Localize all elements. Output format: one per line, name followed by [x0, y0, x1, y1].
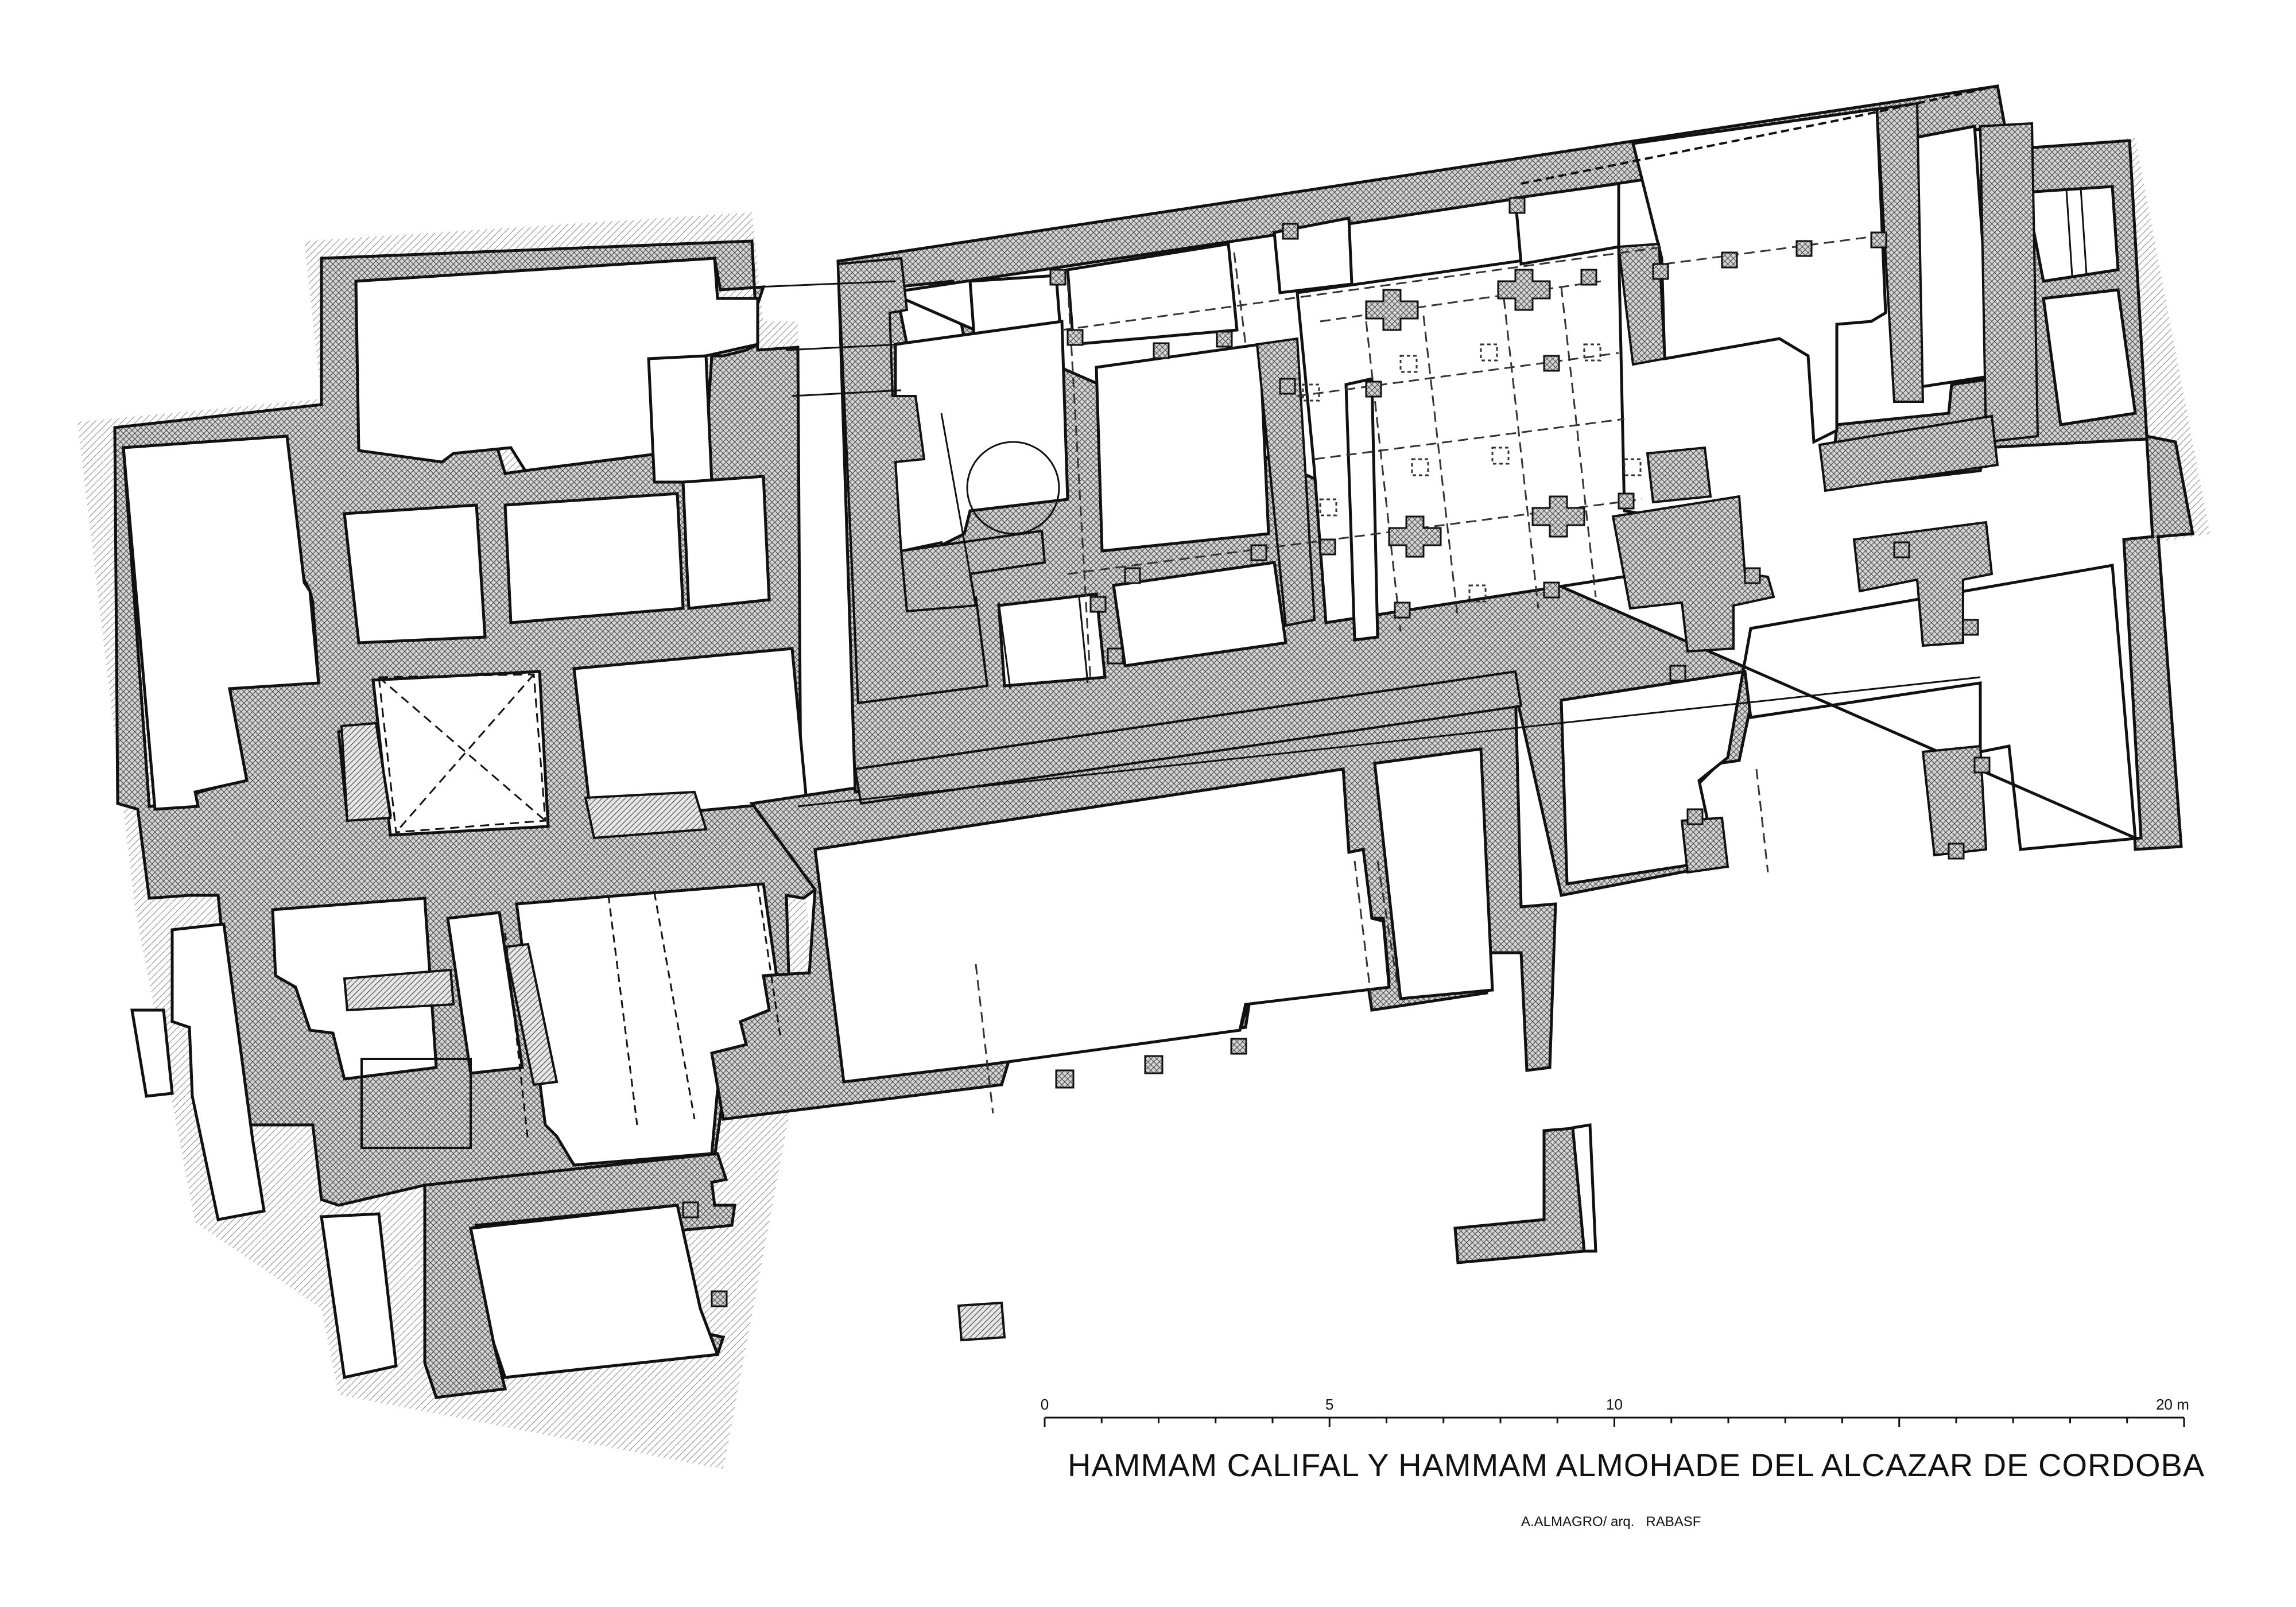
column-bases	[682, 197, 1991, 1307]
lower-east-wall	[1453, 1123, 1597, 1264]
scale-label: 20 m	[2156, 1396, 2189, 1413]
plan-title: HAMMAM CALIFAL Y HAMMAM ALMOHADE DEL ALC…	[1068, 1447, 2205, 1483]
eastern-wall-hatch	[836, 102, 2039, 874]
cross-vault-room	[360, 673, 546, 1149]
scale-label: 0	[1041, 1396, 1049, 1413]
scale-label: 10	[1606, 1396, 1623, 1413]
hall-markers	[1302, 343, 1642, 603]
central-walls	[710, 687, 1557, 1121]
eastern-partitions	[757, 188, 2088, 808]
author-credit: A.ALMAGRO/ arq. RABASF	[1521, 1514, 1701, 1530]
lower-west-walls	[423, 1152, 736, 1399]
cruciform-piers	[1365, 269, 1585, 558]
roof-outline	[1521, 85, 1998, 185]
scale-bar: 0 5 10 20 m	[1041, 1396, 2189, 1427]
western-rooms	[122, 257, 808, 1380]
corridor-strips	[504, 883, 782, 1143]
western-hatched-piers	[340, 721, 1006, 1342]
scale-label: 5	[1325, 1396, 1333, 1413]
eastern-rooms	[894, 107, 2137, 688]
